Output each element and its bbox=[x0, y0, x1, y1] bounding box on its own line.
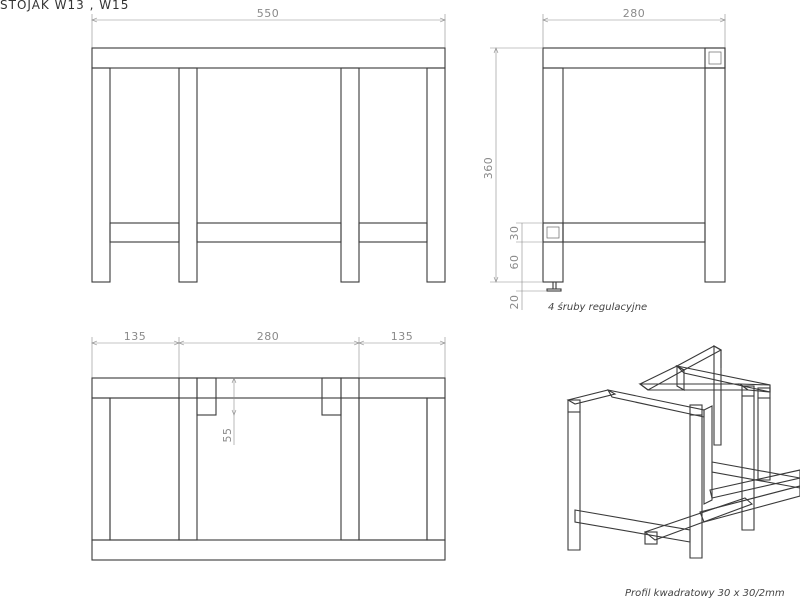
beam-height-label: 30 bbox=[508, 226, 521, 241]
front-leg bbox=[340, 67, 360, 283]
top-left-width-label: 135 bbox=[124, 330, 147, 343]
iso-profile-end bbox=[644, 531, 658, 545]
profile-inner bbox=[546, 226, 560, 239]
front-lower-rail bbox=[109, 222, 180, 243]
arrow bbox=[493, 47, 499, 54]
side-leg bbox=[704, 67, 726, 283]
arrow bbox=[178, 340, 185, 346]
iso-lower-rail bbox=[699, 485, 800, 523]
front-top-rail bbox=[91, 47, 446, 69]
arrow bbox=[358, 340, 365, 346]
arrow bbox=[439, 340, 446, 346]
iso-lower-rail bbox=[711, 461, 800, 489]
side-lower-rail bbox=[562, 222, 706, 243]
iso-leg bbox=[689, 414, 703, 559]
arrow bbox=[542, 17, 549, 23]
top-panel bbox=[358, 397, 428, 541]
iso-member bbox=[566, 389, 617, 405]
arrow bbox=[493, 276, 499, 283]
top-panel bbox=[109, 397, 180, 541]
front-leg bbox=[426, 67, 446, 283]
side-profile-section bbox=[542, 222, 564, 243]
side-height-label: 360 bbox=[482, 157, 495, 180]
adjusting-foot bbox=[546, 288, 562, 292]
iso-leg bbox=[757, 397, 771, 481]
iso-lower-rail bbox=[643, 497, 754, 541]
top-mid-width-label: 280 bbox=[257, 330, 280, 343]
front-leg bbox=[91, 67, 111, 283]
iso-leg bbox=[703, 405, 713, 505]
arrow bbox=[231, 377, 237, 384]
side-top-rail bbox=[542, 47, 726, 69]
profile-inner bbox=[708, 51, 722, 65]
iso-lower-rail bbox=[709, 469, 800, 499]
arrow bbox=[91, 340, 98, 346]
side-leg bbox=[542, 67, 564, 283]
top-side-rail bbox=[426, 397, 446, 541]
front-lower-rail bbox=[358, 222, 428, 243]
side-profile-section bbox=[704, 47, 726, 69]
top-front-rail bbox=[91, 539, 446, 561]
top-cross-rail bbox=[340, 377, 360, 541]
iso-member bbox=[675, 365, 771, 393]
drawing-title: STOJAK W13 , W15 bbox=[0, 0, 129, 12]
top-side-rail bbox=[91, 397, 111, 541]
iso-profile-end bbox=[567, 399, 581, 413]
mounting-slot bbox=[196, 377, 217, 416]
side-view: 280 360 30 60 20 4 śruby regulacyjne bbox=[482, 7, 726, 313]
mounting-slot bbox=[321, 377, 342, 416]
isometric-view bbox=[566, 345, 800, 559]
iso-leg bbox=[567, 411, 581, 551]
iso-member bbox=[713, 345, 722, 446]
front-view: 550 bbox=[91, 7, 446, 283]
foot-height-label: 20 bbox=[508, 295, 521, 310]
arrow bbox=[719, 17, 726, 23]
top-back-rail bbox=[91, 377, 446, 399]
iso-leg bbox=[741, 395, 755, 531]
slot-depth-label: 55 bbox=[221, 428, 234, 443]
iso-lower-rail bbox=[574, 509, 691, 543]
side-depth-label: 280 bbox=[623, 7, 646, 20]
gap-height-label: 60 bbox=[508, 255, 521, 270]
arrow bbox=[439, 17, 446, 23]
front-width-label: 550 bbox=[257, 7, 280, 20]
front-leg bbox=[178, 67, 198, 283]
profile-note: Profil kwadratowy 30 x 30/2mm bbox=[625, 588, 785, 599]
top-view: 135 280 135 55 bbox=[91, 330, 446, 561]
iso-profile-end bbox=[689, 404, 703, 416]
top-right-width-label: 135 bbox=[391, 330, 414, 343]
arrow bbox=[91, 17, 98, 23]
front-lower-rail bbox=[196, 222, 342, 243]
screw-note: 4 śruby regulacyjne bbox=[548, 301, 647, 313]
top-cross-rail bbox=[178, 377, 198, 541]
